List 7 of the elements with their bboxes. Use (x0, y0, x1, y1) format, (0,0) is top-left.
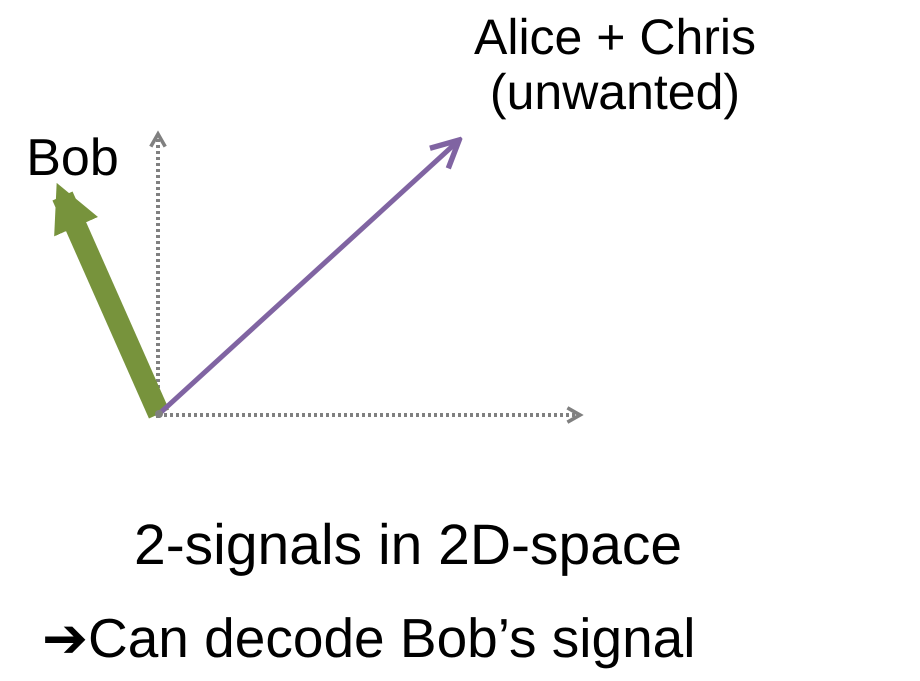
caption-text: 2-signals in 2D-space (134, 512, 682, 578)
vector-label: Alice + Chris (unwanted) (472, 10, 758, 120)
arrow (52, 182, 170, 418)
origin-point (155, 410, 163, 418)
arrow (157, 137, 462, 416)
caption-text: ➔Can decode Bob’s signal (42, 606, 696, 670)
vector-label: Bob (25, 130, 120, 188)
